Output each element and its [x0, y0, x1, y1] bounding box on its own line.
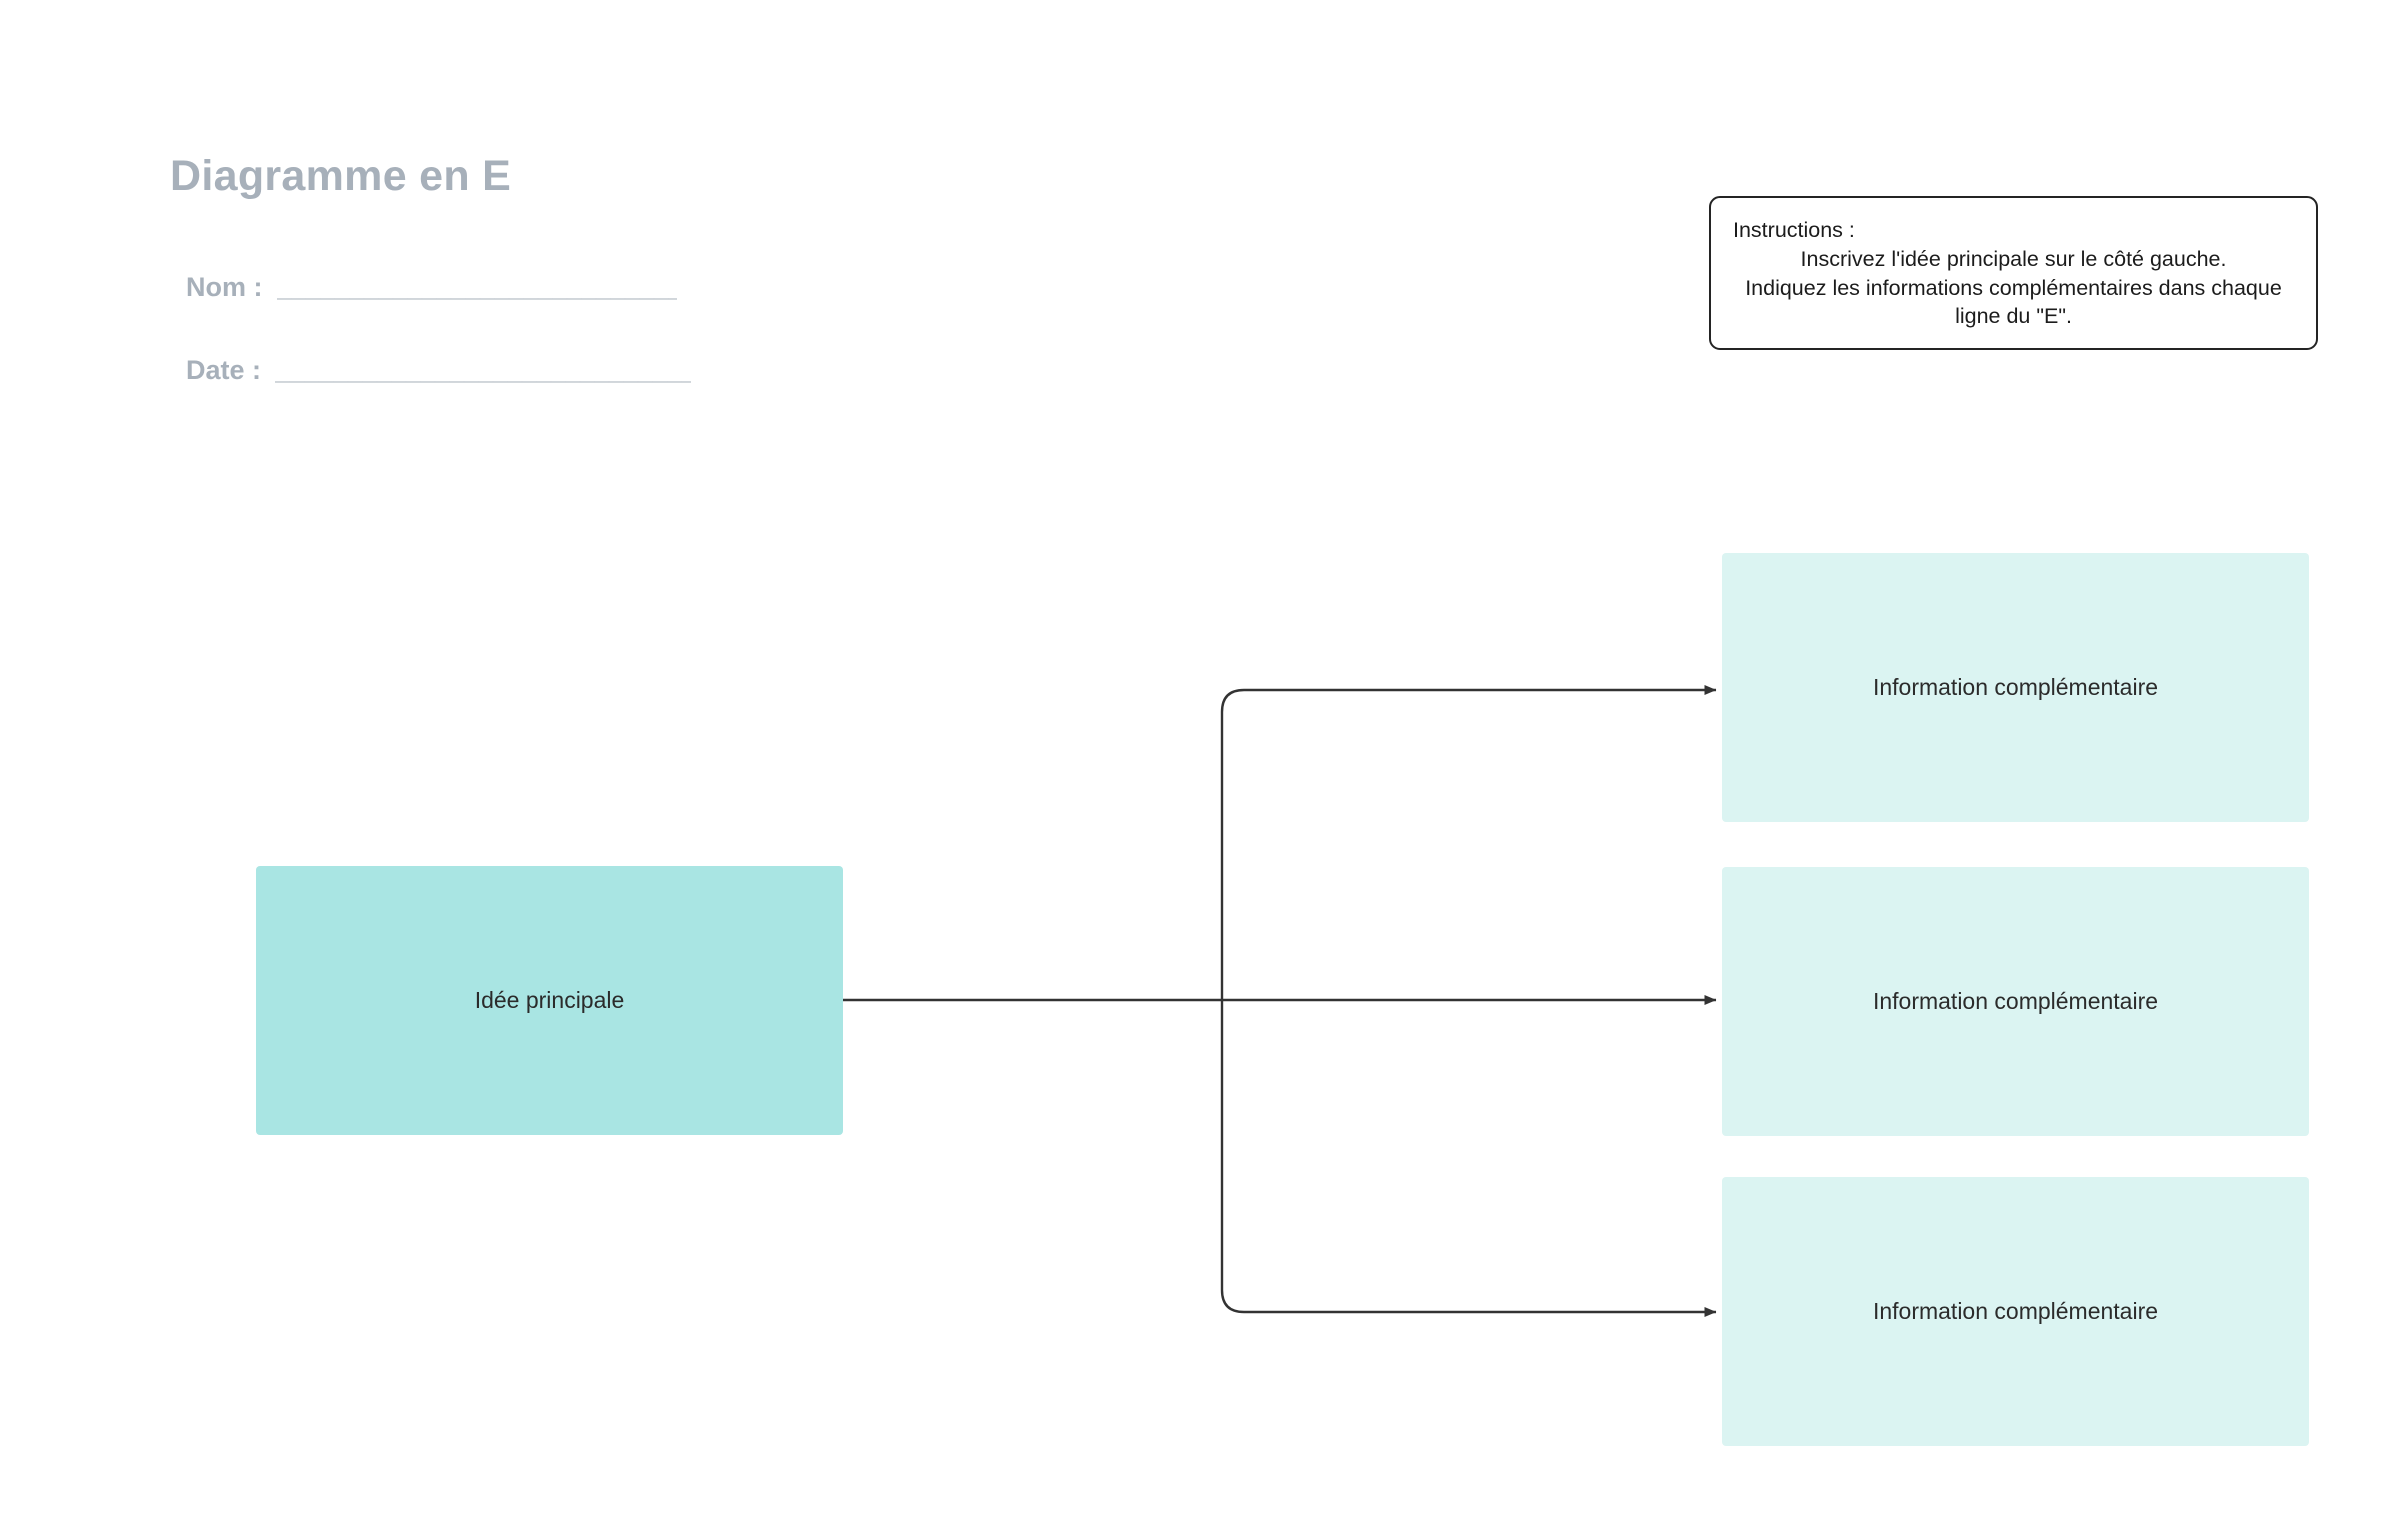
date-input-line[interactable]: ________________________________________…: [275, 355, 691, 385]
node-supporting-detail-1[interactable]: Information complémentaire: [1722, 553, 2309, 822]
date-field-row: Date : _________________________________…: [186, 355, 691, 386]
name-input-line[interactable]: ________________________________________…: [276, 272, 677, 302]
node-supporting-detail-2[interactable]: Information complémentaire: [1722, 867, 2309, 1136]
node-main-idea[interactable]: Idée principale: [256, 866, 843, 1135]
instructions-line-2: Indiquez les informations complémentaire…: [1745, 275, 2282, 329]
connector-to-sub-1: [1220, 685, 1717, 1000]
connector-to-sub-3: [1220, 1000, 1717, 1317]
instructions-line-1: Inscrivez l'idée principale sur le côté …: [1800, 246, 2227, 271]
instructions-box: Instructions : Inscrivez l'idée principa…: [1709, 196, 2318, 350]
name-field-row: Nom : __________________________________…: [186, 272, 677, 303]
name-label: Nom :: [186, 272, 263, 302]
page-title: Diagramme en E: [170, 152, 512, 200]
date-label: Date :: [186, 355, 262, 385]
node-supporting-detail-2-label: Information complémentaire: [1872, 988, 2159, 1014]
node-main-idea-label: Idée principale: [474, 987, 625, 1013]
node-supporting-detail-3[interactable]: Information complémentaire: [1722, 1177, 2309, 1446]
node-supporting-detail-1-label: Information complémentaire: [1872, 674, 2159, 700]
instructions-heading: Instructions :: [1733, 218, 1855, 242]
node-supporting-detail-3-label: Information complémentaire: [1872, 1298, 2159, 1324]
